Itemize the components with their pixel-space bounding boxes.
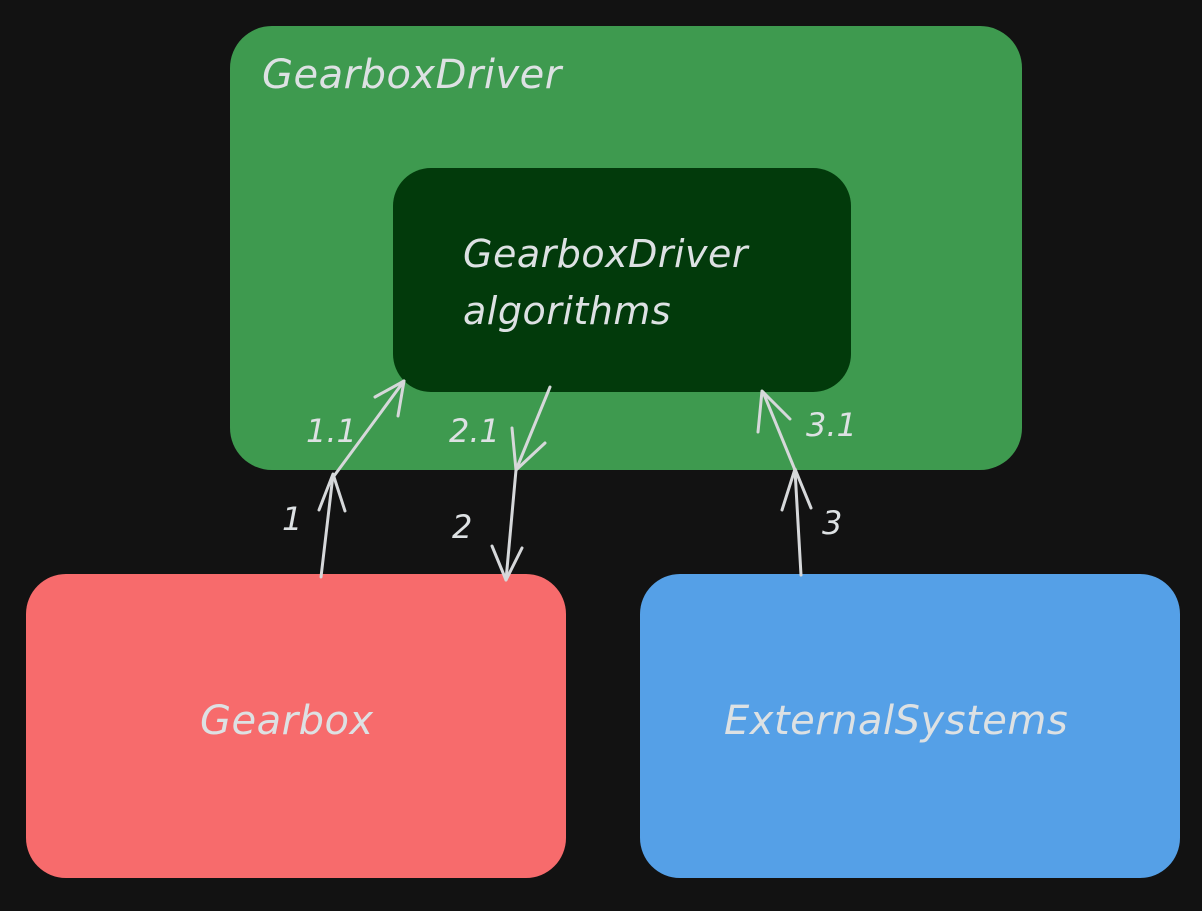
gearbox-label: Gearbox (200, 698, 374, 744)
arrow-1-1-head (373, 379, 406, 418)
edge-label-1-1: 1.1 (306, 412, 357, 450)
arrow-3-1 (761, 390, 797, 472)
gearbox-driver-algorithms-box (393, 168, 851, 392)
algorithms-label-line-1: GearboxDriver (463, 232, 749, 276)
gearbox-driver-algorithms-label: GearboxDriver algorithms (463, 226, 748, 340)
external-systems-label: ExternalSystems (724, 698, 1069, 744)
arrow-2 (504, 468, 518, 582)
algorithms-label-line-2: algorithms (463, 289, 672, 333)
edge-label-3-1: 3.1 (806, 406, 857, 444)
gearbox-driver-title: GearboxDriver (262, 52, 562, 98)
gearbox-box (26, 574, 566, 878)
arrow-1-head (317, 472, 347, 513)
edge-label-3: 3 (822, 504, 843, 542)
arrow-1-1 (332, 379, 406, 478)
edge-label-1: 1 (282, 500, 303, 538)
arrow-2-1 (514, 385, 552, 472)
external-systems-box (640, 574, 1180, 878)
edge-label-2-1: 2.1 (449, 412, 500, 450)
arrow-2-1-head (510, 426, 547, 472)
edge-label-2: 2 (452, 508, 473, 546)
arrow-3 (793, 468, 803, 577)
arrow-2-head (490, 544, 524, 582)
arrow-1 (319, 473, 335, 579)
arrow-3-1-head (756, 389, 792, 434)
